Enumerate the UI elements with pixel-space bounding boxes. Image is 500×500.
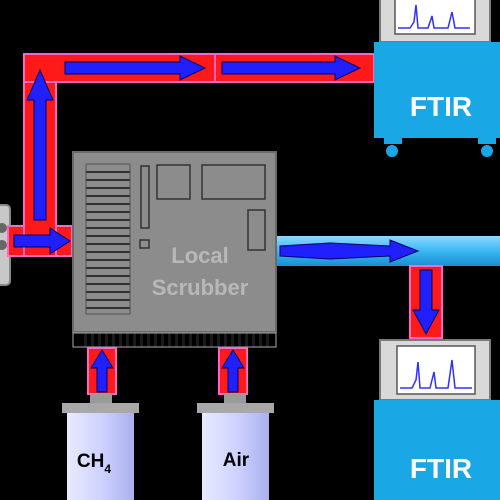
scrubber-base-slots (84, 333, 269, 347)
flow-arrow-up (26, 68, 54, 221)
flow-arrow-right-1 (64, 55, 207, 81)
scrubber-vent-grille (85, 163, 131, 315)
scrubber-label-line2: Scrubber (152, 275, 249, 300)
flow-arrow-into-scrubber (13, 227, 71, 255)
inlet-pipe-air (218, 347, 248, 395)
inlet-pipe-ch4 (87, 347, 117, 395)
tank-air-label: Air (223, 450, 250, 471)
local-scrubber: Local Scrubber (72, 151, 277, 348)
red-pipe-down (409, 265, 443, 339)
ftir-instrument-top: FTIR (374, 0, 500, 159)
ftir-instrument-bottom: FTIR (374, 339, 500, 500)
gas-tank-ch4: CH4 (62, 394, 139, 500)
cyan-pipe-outlet (272, 236, 500, 266)
scrubber-label-line1: Local (171, 243, 228, 268)
flow-arrow-right-2 (221, 55, 362, 81)
tank-ch4-label: CH4 (77, 451, 111, 476)
gas-tank-air: Air (197, 394, 274, 500)
ftir-top-label: FTIR (410, 91, 472, 122)
ftir-bottom-label: FTIR (410, 453, 472, 484)
